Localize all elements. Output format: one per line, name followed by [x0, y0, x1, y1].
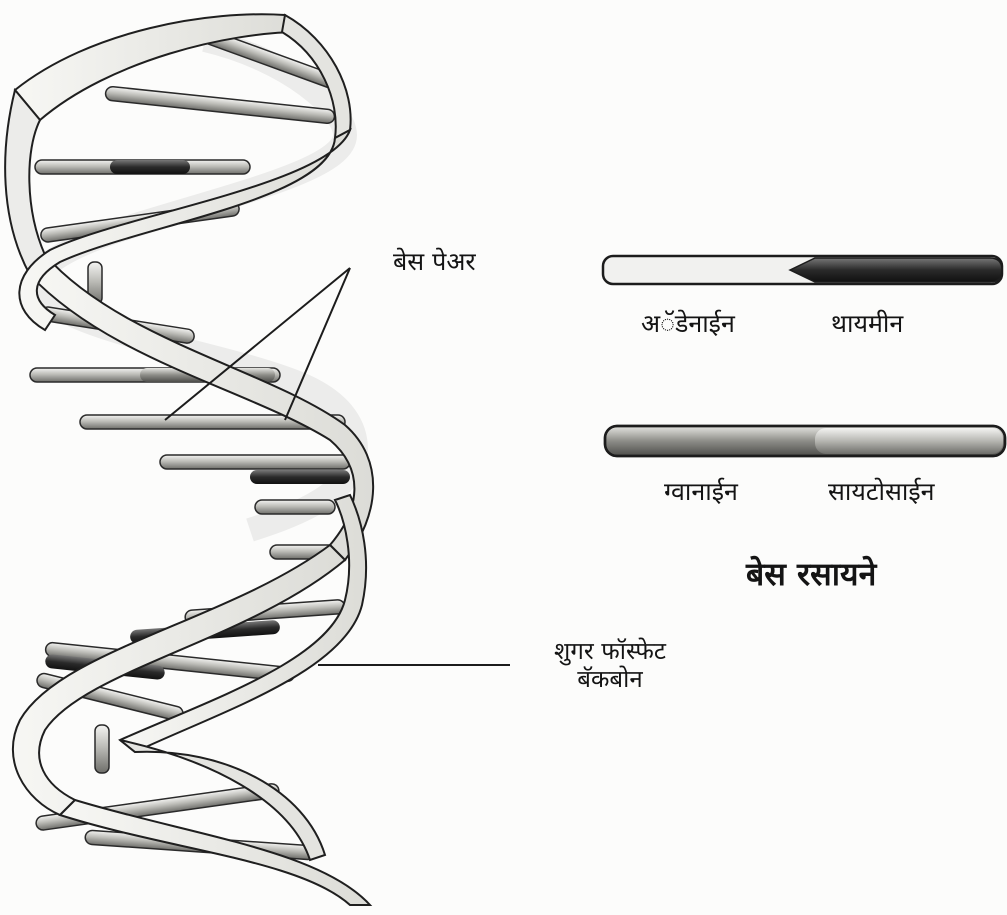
adenine-label: अॅडेनाईन [641, 310, 735, 339]
front-backbone-strand-b [19, 15, 366, 860]
guanine-label: ग्वानाईन [664, 478, 738, 507]
adenine-thymine-pair-rod [603, 256, 1002, 284]
backbone-label-line-1: शुगर फॉस्फेट [510, 638, 710, 666]
backbone-label-line-2: बॅकबोन [510, 666, 710, 694]
thymine-label: थायमीन [831, 310, 903, 339]
bases-title: बेस रसायने [746, 556, 876, 593]
sugar-phosphate-backbone-label: शुगर फॉस्फेट बॅकबोन [510, 638, 710, 693]
cytosine-label: सायटोसाईन [828, 478, 934, 507]
base-pair-label: बेस पेअर [393, 248, 476, 277]
base-pair-rods [30, 28, 350, 860]
guanine-cytosine-pair-rod [605, 426, 1005, 456]
